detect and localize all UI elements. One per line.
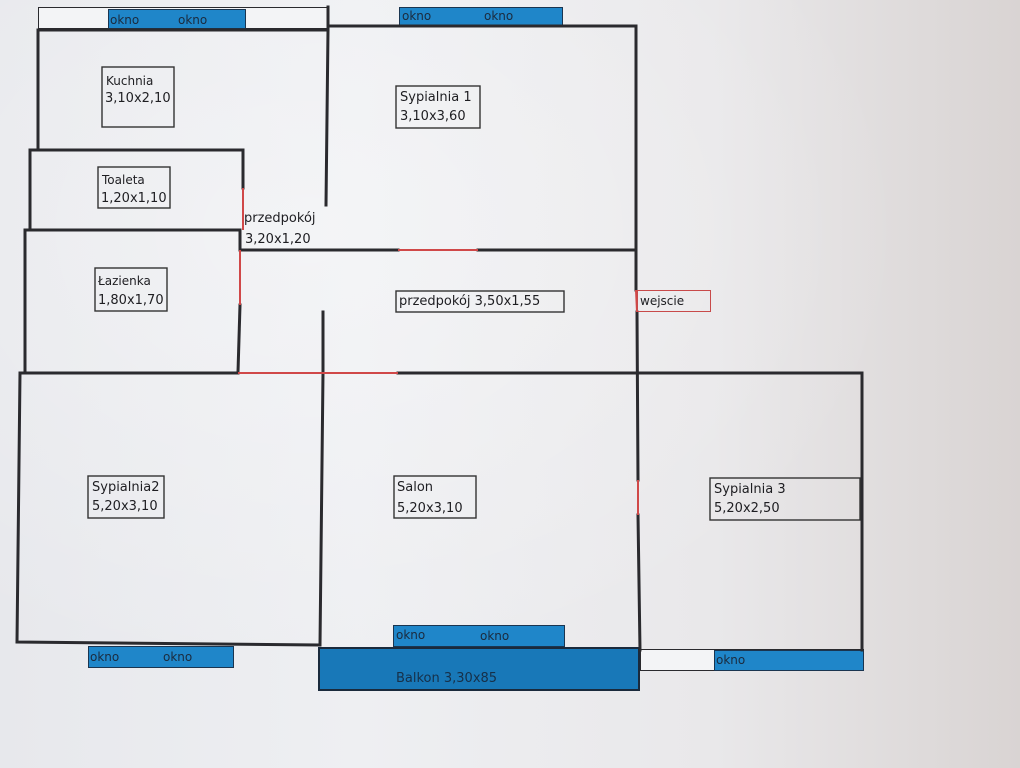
window-label: okno — [716, 653, 746, 667]
hallway-kitchen-divider — [324, 5, 330, 207]
room-name-sypialnia2: Sypialnia2 — [92, 480, 160, 495]
room-label-przedpokoj-main: przedpokój 3,50x1,55 — [399, 294, 541, 309]
window-label: okno — [480, 629, 510, 643]
room-name-kuchnia: Kuchnia — [106, 74, 154, 88]
kitchen-south-wall — [28, 148, 245, 190]
room-size-lazienka: 1,80x1,70 — [98, 293, 164, 308]
window-bottom-right — [714, 650, 864, 671]
label-box-salon — [393, 475, 477, 519]
label-box-sypialnia1 — [395, 85, 481, 129]
room-name-toaleta: Toaleta — [102, 173, 145, 187]
room-size-przedpokoj-small: 3,20x1,20 — [245, 232, 311, 247]
room-size-salon: 5,20x3,10 — [397, 501, 463, 516]
toilet-south-wall — [23, 228, 242, 252]
room-size-kuchnia: 3,10x2,10 — [105, 91, 171, 106]
label-box-kuchnia — [101, 66, 175, 128]
balcony — [318, 647, 640, 691]
window-bottom-left — [88, 646, 234, 668]
corridor-east-wall-lower — [635, 310, 640, 482]
entrance-box — [637, 290, 711, 312]
balcony-label: Balkon 3,30x85 — [396, 671, 498, 686]
label-box-toaleta — [97, 166, 171, 209]
window-label: okno — [396, 628, 426, 642]
window-bottom-center — [393, 625, 565, 647]
window-label: okno — [163, 650, 193, 664]
label-box-sypialnia3 — [709, 477, 861, 521]
outer-wall-kitchen-west — [15, 28, 320, 647]
room-size-toaleta: 1,20x1,10 — [101, 191, 167, 206]
window-label: okno — [90, 650, 120, 664]
room-size-sypialnia3: 5,20x2,50 — [714, 501, 780, 516]
bedroom2-salon-divider — [318, 310, 325, 647]
label-box-lazienka — [94, 267, 168, 312]
salon-east-wall — [636, 513, 642, 652]
bedroom1-walls — [326, 24, 638, 252]
room-name-sypialnia1: Sypialnia 1 — [400, 90, 472, 105]
room-name-lazienka: Łazienka — [98, 274, 151, 288]
entrance-label: wejscie — [640, 294, 685, 308]
living-north-wall-east — [396, 371, 864, 652]
window-label: okno — [110, 13, 140, 27]
room-name-sypialnia3: Sypialnia 3 — [714, 482, 786, 497]
room-name-przedpokoj-small: przedpokój — [244, 211, 316, 226]
window-label: okno — [402, 9, 432, 23]
label-box-przedpokoj-main — [395, 290, 565, 313]
room-size-sypialnia1: 3,10x3,60 — [400, 109, 466, 124]
room-name-salon: Salon — [397, 480, 434, 495]
room-size-sypialnia2: 5,20x3,10 — [92, 499, 158, 514]
door-entrance — [635, 289, 638, 313]
window-label: okno — [178, 13, 208, 27]
window-label: okno — [484, 9, 514, 23]
bathroom-east-wall — [236, 303, 242, 374]
label-box-sypialnia2 — [87, 475, 165, 519]
